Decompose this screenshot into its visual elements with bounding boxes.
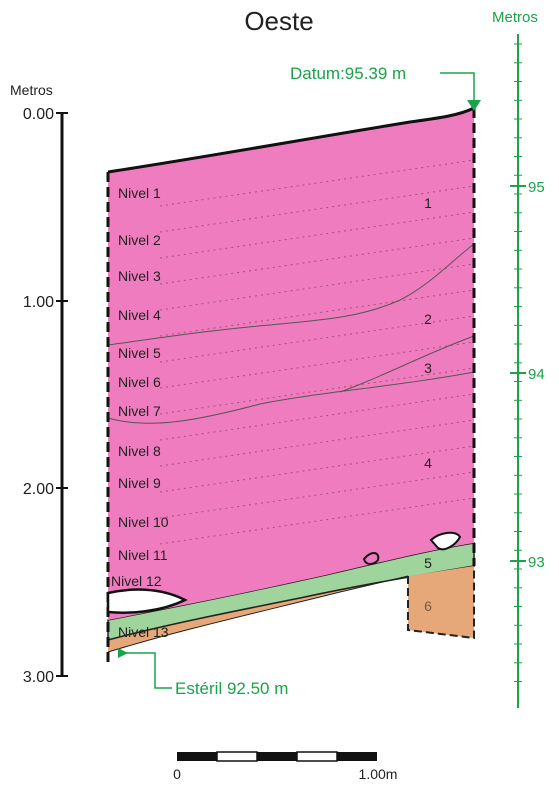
level-dotted-line	[159, 263, 475, 311]
right-tick-label: 94	[528, 366, 545, 383]
level-dotted-line	[159, 289, 475, 337]
level-label: Nivel 4	[118, 307, 161, 323]
scale-segment	[337, 752, 377, 761]
scale-segment	[216, 751, 258, 762]
layer-6-box	[407, 566, 475, 640]
right-minor-ticks	[514, 43, 522, 682]
level-label: Nivel 8	[118, 443, 161, 459]
datum-marker-icon	[467, 100, 481, 111]
profile-body	[107, 108, 475, 653]
level-dotted-line	[159, 185, 475, 233]
right-elevation-axis: Metros 95 94 93	[492, 9, 545, 708]
right-tick-label: 93	[528, 554, 545, 571]
level-dotted-line	[159, 471, 475, 519]
layer-numbers: 1 2 3 4 5 6	[424, 195, 432, 614]
boundary-2-3	[339, 335, 475, 393]
scale-end-label: 1.00m	[359, 766, 398, 782]
esteril-marker-icon	[118, 648, 128, 658]
left-depth-axis: Metros 0.00 1.00 2.00 3.00	[10, 82, 68, 686]
level-label: Nivel 10	[118, 514, 169, 530]
left-tick-label: 2.00	[23, 481, 54, 498]
level-label: Nivel 2	[118, 232, 161, 248]
scale-start-label: 0	[173, 766, 181, 782]
layer-boundaries	[107, 243, 475, 424]
esteril-callout: Estéril 92.50 m	[118, 648, 288, 698]
lens-feature	[106, 588, 188, 614]
layer-number: 5	[424, 555, 432, 571]
level-label: Nivel 12	[111, 573, 162, 589]
level-label: Nivel 13	[118, 624, 169, 640]
layer-number: 4	[424, 455, 432, 471]
level-dotted-line	[159, 315, 475, 363]
datum-callout: Datum:95.39 m	[290, 64, 481, 111]
level-label: Nivel 6	[118, 374, 161, 390]
level-dotted-line	[159, 211, 475, 259]
scale-segment	[257, 752, 297, 761]
boundary-1-2	[107, 243, 475, 346]
left-tick-label: 3.00	[23, 669, 54, 686]
layer-boundary-bottom	[107, 575, 409, 653]
datum-leader-line	[440, 72, 475, 104]
level-label: Nivel 11	[118, 547, 168, 563]
level-labels: Nivel 1 Nivel 2 Nivel 3 Nivel 4 Nivel 5 …	[111, 185, 169, 640]
level-label: Nivel 1	[118, 185, 161, 201]
level-label: Nivel 3	[118, 268, 161, 284]
level-dotted-line	[159, 367, 475, 415]
left-tick-label: 1.00	[23, 294, 54, 311]
left-tick-label: 0.00	[23, 106, 54, 123]
level-label: Nivel 5	[118, 345, 161, 361]
layer-number: 3	[424, 360, 432, 376]
level-dotted-line	[159, 497, 475, 545]
surface-line	[107, 106, 475, 174]
scale-bar: 0 1.00m	[173, 751, 398, 782]
small-lens	[429, 531, 462, 551]
level-label: Nivel 9	[118, 475, 161, 491]
layer-pink	[108, 108, 474, 620]
layer-number: 6	[424, 598, 432, 614]
esteril-label: Estéril 92.50 m	[175, 679, 288, 698]
right-tick-label: 95	[528, 179, 545, 196]
left-axis-label: Metros	[10, 82, 53, 98]
level-lines	[159, 159, 475, 545]
tiny-lens	[362, 552, 380, 565]
level-dotted-line	[159, 341, 475, 389]
scale-segment	[177, 752, 217, 761]
level-dotted-line	[159, 159, 475, 207]
level-dotted-line	[159, 419, 475, 467]
esteril-leader-line	[118, 652, 172, 689]
layer-number: 2	[424, 311, 432, 327]
profile-title: Oeste	[244, 6, 313, 36]
layer-number: 1	[424, 195, 432, 211]
level-dotted-line	[159, 445, 475, 493]
right-axis-label: Metros	[492, 9, 538, 26]
datum-label: Datum:95.39 m	[290, 64, 406, 83]
level-dotted-line	[159, 237, 475, 285]
level-dotted-line	[159, 393, 475, 441]
boundary-3-4	[107, 371, 475, 424]
scale-segment	[296, 751, 338, 762]
level-label: Nivel 7	[118, 403, 161, 419]
